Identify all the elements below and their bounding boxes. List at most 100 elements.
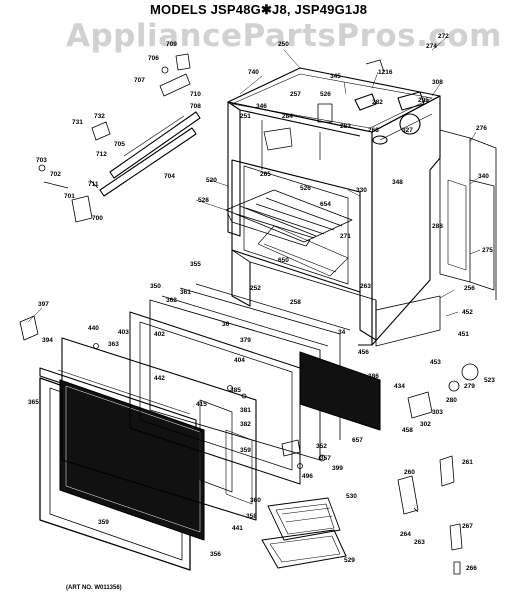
callout-295: 295 — [418, 97, 429, 104]
callout-284: 284 — [282, 113, 293, 120]
callout-365: 365 — [28, 399, 39, 406]
callout-404: 404 — [234, 357, 245, 364]
callout-452: 452 — [462, 309, 473, 316]
callout-434: 434 — [394, 383, 405, 390]
callout-528: 528 — [198, 197, 209, 204]
callout-282: 282 — [372, 99, 383, 106]
callout-526: 526 — [300, 185, 311, 192]
callout-703: 703 — [36, 157, 47, 164]
callout-360: 360 — [250, 497, 261, 504]
callout-386: 386 — [368, 373, 379, 380]
callout-260: 260 — [404, 469, 415, 476]
callout-258: 258 — [290, 299, 301, 306]
callout-355: 355 — [190, 261, 201, 268]
callout-256: 256 — [464, 285, 475, 292]
callout-701: 701 — [64, 193, 75, 200]
callout-327: 327 — [402, 127, 413, 134]
callout-363: 363 — [108, 341, 119, 348]
callout-274: 274 — [426, 43, 437, 50]
callout-275: 275 — [482, 247, 493, 254]
leader-lines — [27, 37, 481, 323]
watermark: AppliancePartsPros.com — [66, 18, 502, 54]
callout-458: 458 — [402, 427, 413, 434]
callout-labels: 2722742507097067077107087403451216308257… — [28, 33, 495, 572]
callout-356: 356 — [210, 551, 221, 558]
callout-731: 731 — [72, 119, 83, 126]
callout-250: 250 — [278, 41, 289, 48]
callout-709: 709 — [166, 41, 177, 48]
callout-399: 399 — [332, 465, 343, 472]
callout-402: 402 — [154, 331, 165, 338]
small-parts — [281, 363, 479, 575]
callout-345: 345 — [330, 73, 341, 80]
callout-36: 36 — [222, 321, 230, 328]
callout-453: 453 — [430, 359, 441, 366]
callout-348: 348 — [392, 179, 403, 186]
callout-711: 711 — [88, 181, 99, 188]
callout-357: 357 — [320, 455, 331, 462]
callout-702: 702 — [50, 171, 61, 178]
callout-265: 265 — [260, 171, 271, 178]
callout-520: 520 — [206, 177, 217, 184]
callout-272: 272 — [438, 33, 449, 40]
callout-279: 279 — [464, 383, 475, 390]
callout-330: 330 — [356, 187, 367, 194]
callout-712: 712 — [96, 151, 107, 158]
callout-529: 529 — [344, 557, 355, 564]
callout-706: 706 — [148, 55, 159, 62]
callout-710: 710 — [190, 91, 201, 98]
callout-496: 496 — [302, 473, 313, 480]
callout-654: 654 — [320, 201, 331, 208]
callout-704: 704 — [164, 173, 175, 180]
callout-268: 268 — [368, 127, 379, 134]
callout-350: 350 — [150, 283, 161, 290]
callout-267: 267 — [462, 523, 473, 530]
callout-394: 394 — [42, 337, 53, 344]
callout-523: 523 — [484, 377, 495, 384]
rack-slides — [38, 53, 201, 223]
callout-397: 397 — [38, 301, 49, 308]
callout-362: 362 — [166, 297, 177, 304]
callout-276: 276 — [476, 125, 487, 132]
oven-body — [227, 59, 497, 346]
callout-340: 340 — [478, 173, 489, 180]
callout-34: 34 — [338, 329, 346, 336]
callout-442: 442 — [154, 375, 165, 382]
callout-451: 451 — [458, 331, 469, 338]
callout-358: 358 — [246, 513, 257, 520]
callout-303: 303 — [432, 409, 443, 416]
oven-rack — [225, 189, 353, 277]
callout-361: 361 — [180, 289, 191, 296]
callout-526: 526 — [320, 91, 331, 98]
callout-271: 271 — [340, 233, 351, 240]
callout-379: 379 — [240, 337, 251, 344]
callout-266: 266 — [466, 565, 477, 572]
callout-657: 657 — [352, 437, 363, 444]
callout-252: 252 — [250, 285, 261, 292]
art-number: (ART NO. W011356) — [66, 585, 122, 591]
callout-530: 530 — [346, 493, 357, 500]
callout-415: 415 — [196, 401, 207, 408]
callout-288: 288 — [432, 223, 443, 230]
callout-302: 302 — [420, 421, 431, 428]
callout-346: 346 — [256, 103, 267, 110]
callout-708: 708 — [190, 103, 201, 110]
callout-385: 385 — [230, 387, 241, 394]
callout-257: 257 — [290, 91, 301, 98]
callout-251: 251 — [240, 113, 251, 120]
callout-352: 352 — [316, 443, 327, 450]
callout-740: 740 — [248, 69, 259, 76]
callout-359: 359 — [240, 447, 251, 454]
callout-359: 359 — [98, 519, 109, 526]
oven-door — [19, 283, 441, 571]
callout-381: 381 — [240, 407, 251, 414]
callout-308: 308 — [432, 79, 443, 86]
callout-403: 403 — [118, 329, 129, 336]
callout-261: 261 — [462, 459, 473, 466]
callout-700: 700 — [92, 215, 103, 222]
callout-650: 650 — [278, 257, 289, 264]
callout-280: 280 — [446, 397, 457, 404]
broiler-pan — [261, 497, 347, 569]
callout-441: 441 — [232, 525, 243, 532]
